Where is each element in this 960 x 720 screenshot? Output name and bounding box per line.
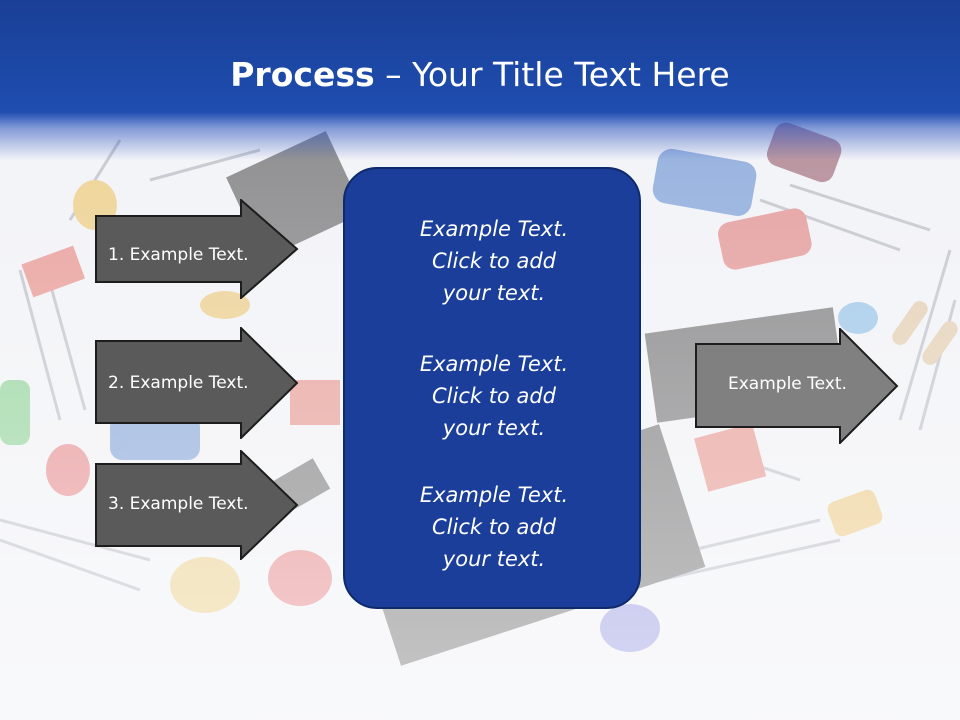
paragraph-2-line-3: your text. [442, 416, 546, 440]
center-paragraph-2[interactable]: Example Text. Click to add your text. [345, 348, 643, 444]
paragraph-1-line-1: Example Text. [419, 217, 569, 241]
paragraph-2-line-2: Click to add [431, 384, 556, 408]
header-bar [0, 0, 960, 160]
step-arrow-1[interactable]: 1. Example Text. [95, 199, 300, 299]
center-paragraph-3[interactable]: Example Text. Click to add your text. [345, 479, 643, 575]
result-arrow[interactable]: Example Text. [695, 328, 900, 444]
paragraph-3-line-2: Click to add [431, 515, 556, 539]
center-text-box[interactable]: Example Text. Click to add your text. Ex… [343, 167, 641, 609]
step-arrow-3[interactable]: 3. Example Text. [95, 450, 300, 560]
center-paragraph-1[interactable]: Example Text. Click to add your text. [345, 213, 643, 309]
paragraph-3-line-3: your text. [442, 547, 546, 571]
step-label-3: 3. Example Text. [108, 494, 249, 514]
step-label-2: 2. Example Text. [108, 373, 249, 393]
title-bold: Process [230, 55, 375, 94]
paragraph-1-line-2: Click to add [431, 249, 556, 273]
step-arrow-2[interactable]: 2. Example Text. [95, 327, 300, 439]
title-rest: – Your Title Text Here [374, 55, 730, 94]
paragraph-3-line-1: Example Text. [419, 483, 569, 507]
paragraph-2-line-1: Example Text. [419, 352, 569, 376]
result-label: Example Text. [728, 374, 847, 394]
step-label-1: 1. Example Text. [108, 245, 249, 265]
page-title[interactable]: Process – Your Title Text Here [0, 52, 960, 98]
paragraph-1-line-3: your text. [442, 281, 546, 305]
